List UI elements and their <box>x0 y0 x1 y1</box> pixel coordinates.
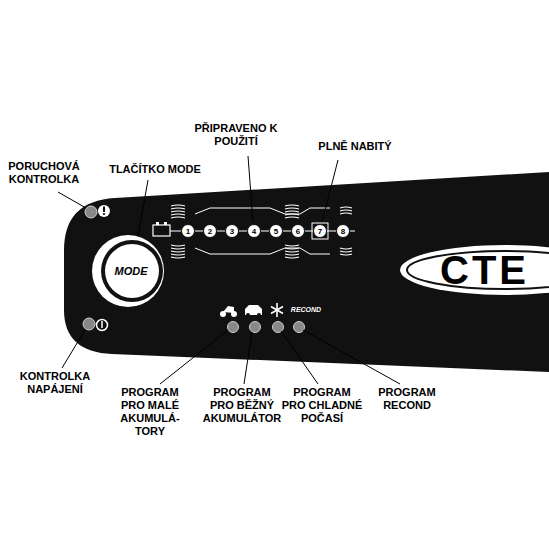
coil-stroke <box>285 211 299 212</box>
step-number: 5 <box>270 227 282 236</box>
step-number: 2 <box>204 227 216 236</box>
callout-label: TLAČÍTKO MODE <box>105 163 205 176</box>
callout-label: PROGRAM PRO CHLADNÉ POČASÍ <box>281 386 363 425</box>
panel <box>64 172 549 372</box>
power-led <box>83 318 95 330</box>
logo-oval <box>407 251 549 289</box>
coil-stroke <box>285 257 299 258</box>
step-circle <box>226 225 239 238</box>
motorbike-icon <box>220 306 237 317</box>
coil-stroke <box>340 251 352 252</box>
coil-stroke <box>171 217 185 218</box>
coil-stroke <box>285 251 299 252</box>
step-circle <box>270 225 283 238</box>
callout-label: PROGRAM RECOND <box>374 386 440 412</box>
button-face <box>105 244 159 298</box>
snowflake-icon <box>271 303 283 317</box>
callout-label: KONTROLKA NAPÁJENÍ <box>14 370 96 396</box>
program-led <box>273 322 284 333</box>
program-led <box>250 322 261 333</box>
coil-stroke <box>171 257 185 258</box>
power-icon <box>97 320 108 331</box>
step-circle <box>204 225 217 238</box>
fault-led <box>85 206 97 218</box>
coil-stroke <box>171 254 185 255</box>
step-number: 8 <box>337 227 349 236</box>
step-circle <box>314 225 327 238</box>
button-ring <box>92 235 164 307</box>
profile-line <box>195 208 330 214</box>
battery-icon <box>153 225 170 236</box>
coil-stroke <box>171 251 185 252</box>
coil-stroke <box>340 254 352 255</box>
button-face <box>101 240 163 302</box>
coil-stroke <box>340 248 352 249</box>
callout-label: PROGRAM PRO MALÉ AKUMULÁ- TORY <box>118 386 182 438</box>
button-label: MODE <box>115 265 148 277</box>
coil-stroke <box>340 213 352 214</box>
coil-stroke <box>171 205 185 206</box>
coil-stroke <box>285 217 299 218</box>
step-circle <box>337 225 350 238</box>
program-led <box>294 322 305 333</box>
callout-label: PROGRAM PRO BĚŽNÝ AKUMULÁTOR <box>202 386 282 425</box>
program-led <box>228 322 239 333</box>
coil-stroke <box>171 208 185 209</box>
logo-oval <box>400 245 549 295</box>
step-number: 4 <box>248 227 260 236</box>
step-frame <box>312 223 328 239</box>
mode-button: MODE <box>88 231 168 311</box>
callout-label: PORUCHOVÁ KONTROLKA <box>6 160 82 186</box>
program-name: RECOND <box>291 305 321 314</box>
coil-stroke <box>285 254 299 255</box>
step-number: 3 <box>226 227 238 236</box>
step-circle <box>182 225 195 238</box>
leader-line <box>58 156 400 384</box>
step-circles <box>182 223 350 239</box>
charge-line <box>170 230 355 231</box>
profile-line <box>195 248 330 254</box>
coil-stroke <box>340 207 352 208</box>
button-content: MODE <box>88 231 168 311</box>
coil-stroke <box>171 214 185 215</box>
step-circle <box>248 225 261 238</box>
step-number: 6 <box>292 227 304 236</box>
coil-stroke <box>171 248 185 249</box>
callout-label: PŘIPRAVENO K POUŽITÍ <box>177 122 295 148</box>
fault-icon <box>98 205 110 217</box>
brand-logo: CTE <box>440 250 529 290</box>
coil-stroke <box>285 208 299 209</box>
coil-stroke <box>171 211 185 212</box>
callout-label: PLNĚ NABITÝ <box>305 140 405 153</box>
step-number: 1 <box>182 227 194 236</box>
coil-stroke <box>285 245 299 246</box>
coil-stroke <box>285 205 299 206</box>
step-number: 7 <box>314 227 326 236</box>
coil-stroke <box>340 210 352 211</box>
car-icon <box>245 305 262 317</box>
coil-stroke <box>171 245 185 246</box>
step-circle <box>292 225 305 238</box>
